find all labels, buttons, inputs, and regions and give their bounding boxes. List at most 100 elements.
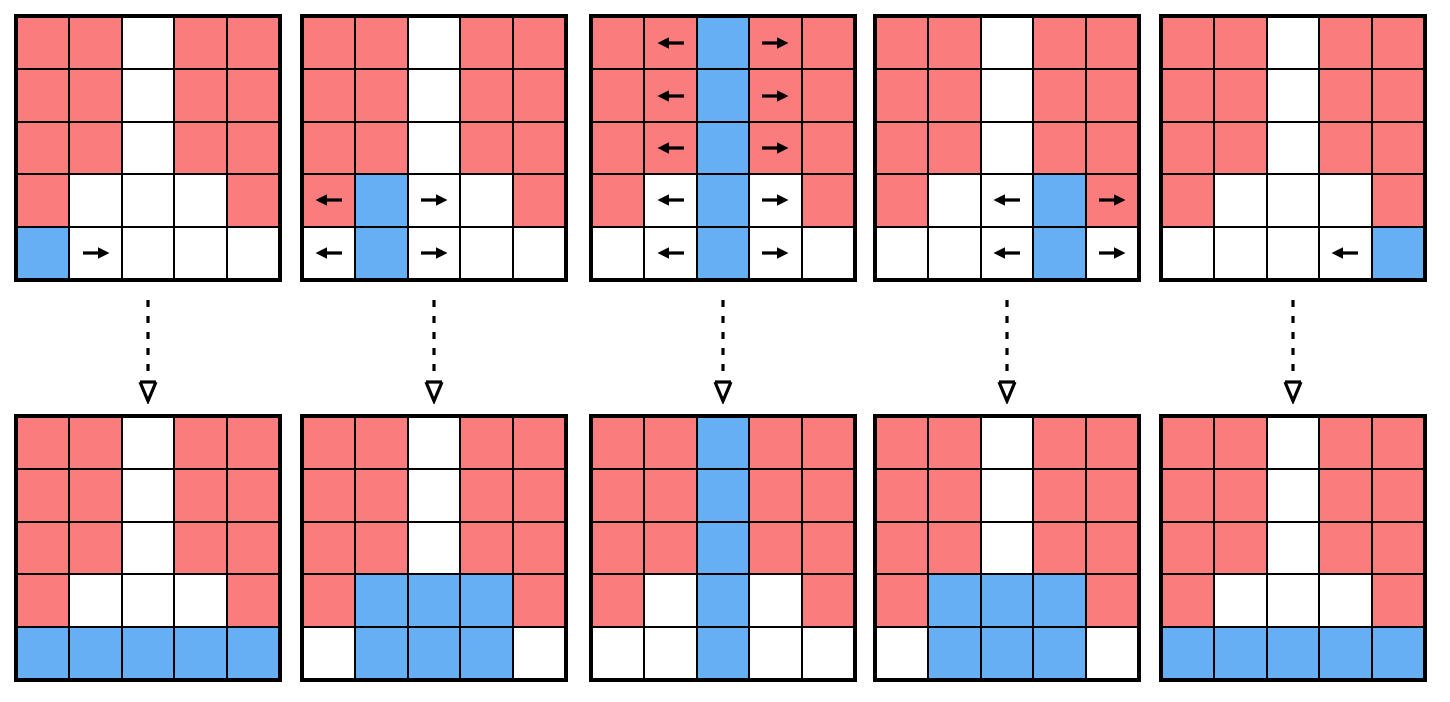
cell-r4-c1-red[interactable] — [1162, 174, 1215, 227]
cell-r3-c3-blue[interactable] — [696, 521, 750, 575]
cell-r4-c3-white[interactable] — [1266, 574, 1320, 627]
cell-r3-c3-white[interactable] — [1266, 521, 1320, 575]
cell-r5-c3-white[interactable] — [1266, 226, 1320, 279]
cell-r2-c3-white[interactable] — [407, 69, 461, 122]
cell-r4-c2-white[interactable] — [928, 174, 981, 227]
cell-r5-c3-white[interactable] — [407, 226, 461, 279]
cell-r5-c4-white[interactable] — [749, 626, 802, 679]
cell-r1-c4-red[interactable] — [749, 417, 802, 470]
cell-r2-c5-red[interactable] — [1371, 69, 1424, 122]
cell-r2-c3-white[interactable] — [980, 69, 1034, 122]
cell-r2-c1-red[interactable] — [1162, 69, 1215, 122]
cell-r4-c1-red[interactable] — [876, 574, 929, 627]
cell-r3-c1-red[interactable] — [17, 521, 70, 575]
cell-r4-c4-white[interactable] — [749, 174, 802, 227]
cell-r5-c4-white[interactable] — [1319, 226, 1372, 279]
cell-r4-c2-blue[interactable] — [928, 574, 981, 627]
cell-r3-c1-red[interactable] — [303, 521, 356, 575]
cell-r1-c3-white[interactable] — [1266, 17, 1320, 70]
cell-r4-c5-red[interactable] — [1371, 174, 1424, 227]
cell-r1-c2-red[interactable] — [1214, 417, 1267, 470]
cell-r5-c2-blue[interactable] — [928, 626, 981, 679]
cell-r3-c2-red[interactable] — [644, 121, 697, 175]
cell-r3-c4-red[interactable] — [1033, 521, 1086, 575]
cell-r1-c1-red[interactable] — [303, 417, 356, 470]
cell-r4-c5-red[interactable] — [226, 174, 279, 227]
cell-r4-c2-white[interactable] — [644, 174, 697, 227]
cell-r2-c2-red[interactable] — [644, 69, 697, 122]
cell-r4-c1-red[interactable] — [17, 174, 70, 227]
cell-r4-c4-blue[interactable] — [1033, 174, 1086, 227]
cell-r1-c3-white[interactable] — [407, 17, 461, 70]
cell-r3-c3-white[interactable] — [407, 121, 461, 175]
cell-r5-c4-blue[interactable] — [1033, 226, 1086, 279]
cell-r3-c1-red[interactable] — [17, 121, 70, 175]
cell-r4-c4-blue[interactable] — [1033, 574, 1086, 627]
cell-r2-c1-red[interactable] — [17, 469, 70, 522]
cell-r3-c4-red[interactable] — [1319, 521, 1372, 575]
cell-r2-c4-red[interactable] — [460, 469, 513, 522]
cell-r3-c4-red[interactable] — [749, 121, 802, 175]
cell-r4-c3-white[interactable] — [121, 174, 175, 227]
cell-r4-c3-blue[interactable] — [696, 174, 750, 227]
cell-r4-c3-blue[interactable] — [407, 574, 461, 627]
cell-r4-c2-blue[interactable] — [355, 174, 408, 227]
cell-r4-c4-white[interactable] — [174, 574, 227, 627]
cell-r3-c2-red[interactable] — [1214, 521, 1267, 575]
cell-r5-c5-blue[interactable] — [1371, 626, 1424, 679]
cell-r4-c1-red[interactable] — [592, 574, 645, 627]
cell-r5-c4-white[interactable] — [460, 226, 513, 279]
cell-r3-c5-red[interactable] — [1371, 521, 1424, 575]
cell-r4-c4-white[interactable] — [749, 574, 802, 627]
cell-r1-c3-white[interactable] — [407, 417, 461, 470]
cell-r2-c4-red[interactable] — [174, 469, 227, 522]
cell-r3-c3-white[interactable] — [980, 521, 1034, 575]
cell-r4-c3-blue[interactable] — [980, 574, 1034, 627]
cell-r5-c2-blue[interactable] — [355, 626, 408, 679]
cell-r2-c1-red[interactable] — [876, 69, 929, 122]
cell-r3-c2-red[interactable] — [355, 121, 408, 175]
cell-r4-c5-red[interactable] — [801, 574, 854, 627]
cell-r3-c5-red[interactable] — [1085, 121, 1138, 175]
cell-r5-c1-blue[interactable] — [1162, 626, 1215, 679]
cell-r4-c4-white[interactable] — [1319, 574, 1372, 627]
cell-r1-c4-red[interactable] — [174, 17, 227, 70]
cell-r1-c2-red[interactable] — [69, 17, 122, 70]
cell-r1-c5-red[interactable] — [1371, 417, 1424, 470]
cell-r3-c3-blue[interactable] — [696, 121, 750, 175]
cell-r3-c4-red[interactable] — [749, 521, 802, 575]
cell-r2-c4-red[interactable] — [1033, 469, 1086, 522]
cell-r1-c2-red[interactable] — [355, 17, 408, 70]
cell-r4-c2-blue[interactable] — [355, 574, 408, 627]
cell-r3-c4-red[interactable] — [460, 521, 513, 575]
cell-r5-c5-white[interactable] — [801, 226, 854, 279]
cell-r2-c5-red[interactable] — [1371, 469, 1424, 522]
cell-r2-c5-red[interactable] — [226, 469, 279, 522]
cell-r3-c3-white[interactable] — [121, 521, 175, 575]
cell-r5-c3-blue[interactable] — [121, 626, 175, 679]
cell-r2-c5-red[interactable] — [801, 469, 854, 522]
cell-r4-c1-red[interactable] — [303, 574, 356, 627]
cell-r1-c4-red[interactable] — [460, 17, 513, 70]
cell-r1-c2-red[interactable] — [644, 417, 697, 470]
cell-r4-c1-red[interactable] — [1162, 574, 1215, 627]
cell-r2-c2-red[interactable] — [1214, 469, 1267, 522]
cell-r2-c2-red[interactable] — [928, 69, 981, 122]
cell-r4-c2-white[interactable] — [1214, 174, 1267, 227]
cell-r1-c4-red[interactable] — [1319, 17, 1372, 70]
cell-r3-c4-red[interactable] — [1033, 121, 1086, 175]
cell-r4-c4-blue[interactable] — [460, 574, 513, 627]
cell-r5-c3-white[interactable] — [121, 226, 175, 279]
cell-r2-c1-red[interactable] — [303, 469, 356, 522]
cell-r5-c3-blue[interactable] — [1266, 626, 1320, 679]
cell-r4-c5-red[interactable] — [1085, 174, 1138, 227]
cell-r4-c2-white[interactable] — [1214, 574, 1267, 627]
cell-r1-c4-red[interactable] — [1319, 417, 1372, 470]
cell-r5-c5-white[interactable] — [512, 626, 565, 679]
cell-r3-c5-red[interactable] — [226, 521, 279, 575]
cell-r2-c1-red[interactable] — [17, 69, 70, 122]
cell-r5-c4-blue[interactable] — [1033, 626, 1086, 679]
cell-r1-c4-red[interactable] — [1033, 17, 1086, 70]
cell-r2-c4-red[interactable] — [1319, 69, 1372, 122]
cell-r1-c4-red[interactable] — [1033, 417, 1086, 470]
